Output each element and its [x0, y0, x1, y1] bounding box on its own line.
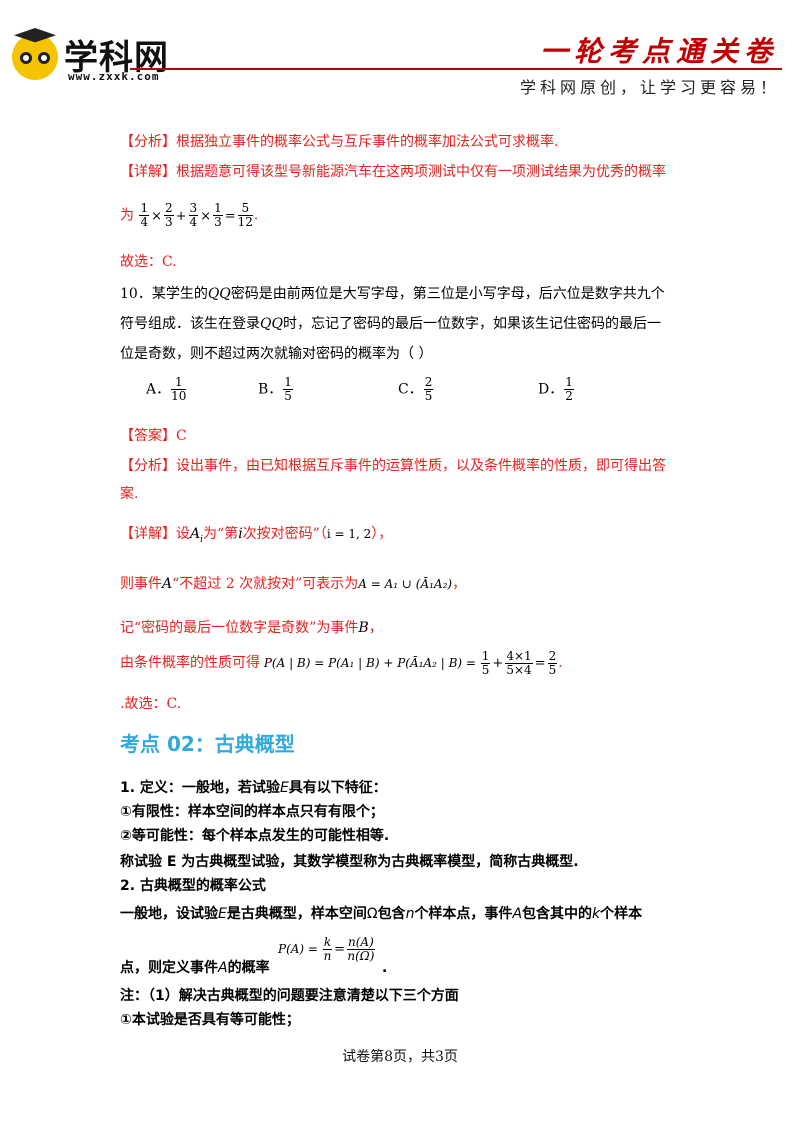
q10-detail: 【详解】设Ai为“第i次按对密码”（i = 1, 2），: [120, 526, 393, 545]
q10-event: 则事件A“不超过 2 次就按对”可表示为A = A₁ ∪ (Ā₁A₂)，: [120, 576, 467, 592]
graduation-cap-icon: [14, 28, 56, 43]
section-line-6: 一般地，设试验E是古典概型，样本空间Ω包含n个样本点，事件A包含其中的k个样本: [120, 906, 643, 922]
q9-analysis: 【分析】根据独立事件的概率公式与互斥事件的概率加法公式可求概率.: [120, 134, 559, 150]
section-line-9: ①本试验是否具有等可能性；: [120, 1012, 300, 1028]
q10-final: .故选：C.: [120, 696, 182, 712]
q10-line-3: 位是奇数，则不超过两次就输对密码的概率为（ ）: [120, 346, 433, 362]
q10-answer: 【答案】C: [120, 428, 187, 444]
logo-name: 学科网: [64, 38, 169, 78]
logo-url: www.zxxk.com: [68, 70, 160, 83]
header-divider: [130, 68, 782, 70]
q9-detail: 【详解】根据题意可得该型号新能源汽车在这两项测试中仅有一项测试结果为优秀的概率: [120, 164, 666, 180]
section-line-4: 称试验 E 为古典概型试验，其数学模型称为古典概率模型，简称古典概型.: [120, 854, 579, 870]
logo-eye-icon: [20, 52, 32, 64]
header-subtitle: 学科网原创，让学习更容易！: [519, 78, 780, 97]
page-footer: 试卷第8页，共3页: [342, 1049, 458, 1065]
q10-line-2: 符号组成．该生在登录QQ时，忘记了密码的最后一位数字，如果该生记住密码的最后一: [120, 316, 661, 332]
section-line-5: 2. 古典概型的概率公式: [120, 878, 266, 894]
header-title: 一轮考点通关卷: [539, 35, 778, 68]
page-header: 学科网 www.zxxk.com 一轮考点通关卷 学科网原创，让学习更容易！: [0, 0, 800, 100]
q9-answer: 故选：C.: [120, 254, 177, 270]
q10-analysis-1: 【分析】设出事件，由已知根据互斥事件的运算性质，以及条件概率的性质，即可得出答: [120, 458, 666, 474]
q10-event-b: 记“密码的最后一位数字是奇数”为事件B，: [120, 620, 383, 636]
section-title: 考点 02：古典概型: [120, 732, 295, 756]
section-line-8: 注：（1）解决古典概型的问题要注意清楚以下三个方面: [120, 988, 459, 1004]
section-line-1: 1. 定义：一般地，若试验E具有以下特征：: [120, 780, 387, 796]
section-line-2: ①有限性：样本空间的样本点只有有限个；: [120, 804, 384, 820]
q10-conditional: 由条件概率的性质可得 P(A | B) = P(A₁ | B) + P(Ā₁A₂…: [120, 649, 563, 677]
q10-line-1: 10．某学生的QQ密码是由前两位是大写字母，第三位是小写字母，后六位是数字共九个: [120, 286, 665, 302]
section-line-3: ②等可能性：每个样本点发生的可能性相等.: [120, 828, 390, 844]
formula-prefix: 为: [120, 207, 134, 224]
logo-eye-icon: [38, 52, 50, 64]
q10-analysis-2: 案.: [120, 486, 139, 502]
formula-suffix: .: [253, 207, 259, 224]
logo: 学科网 www.zxxk.com: [12, 28, 182, 88]
